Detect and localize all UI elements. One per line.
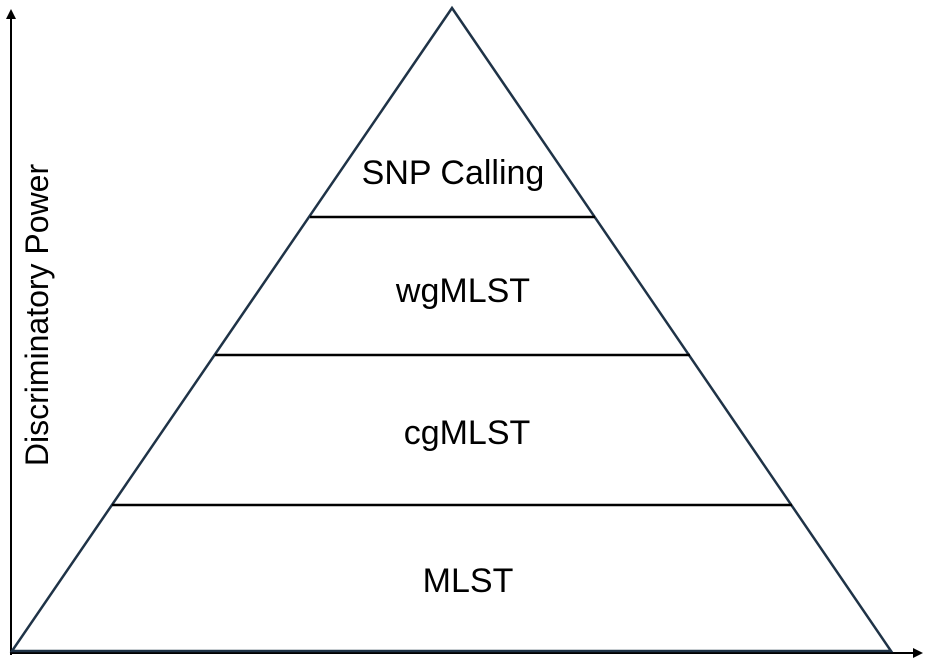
tier-label-mlst: MLST — [423, 562, 514, 600]
tier-label-wgmlst: wgMLST — [395, 272, 530, 310]
tier-label-cgmlst: cgMLST — [404, 414, 531, 452]
pyramid-triangle — [9, 5, 894, 653]
tier-label-snp-calling: SNP Calling — [362, 154, 545, 192]
y-axis-label: Discriminatory Power — [19, 164, 55, 467]
